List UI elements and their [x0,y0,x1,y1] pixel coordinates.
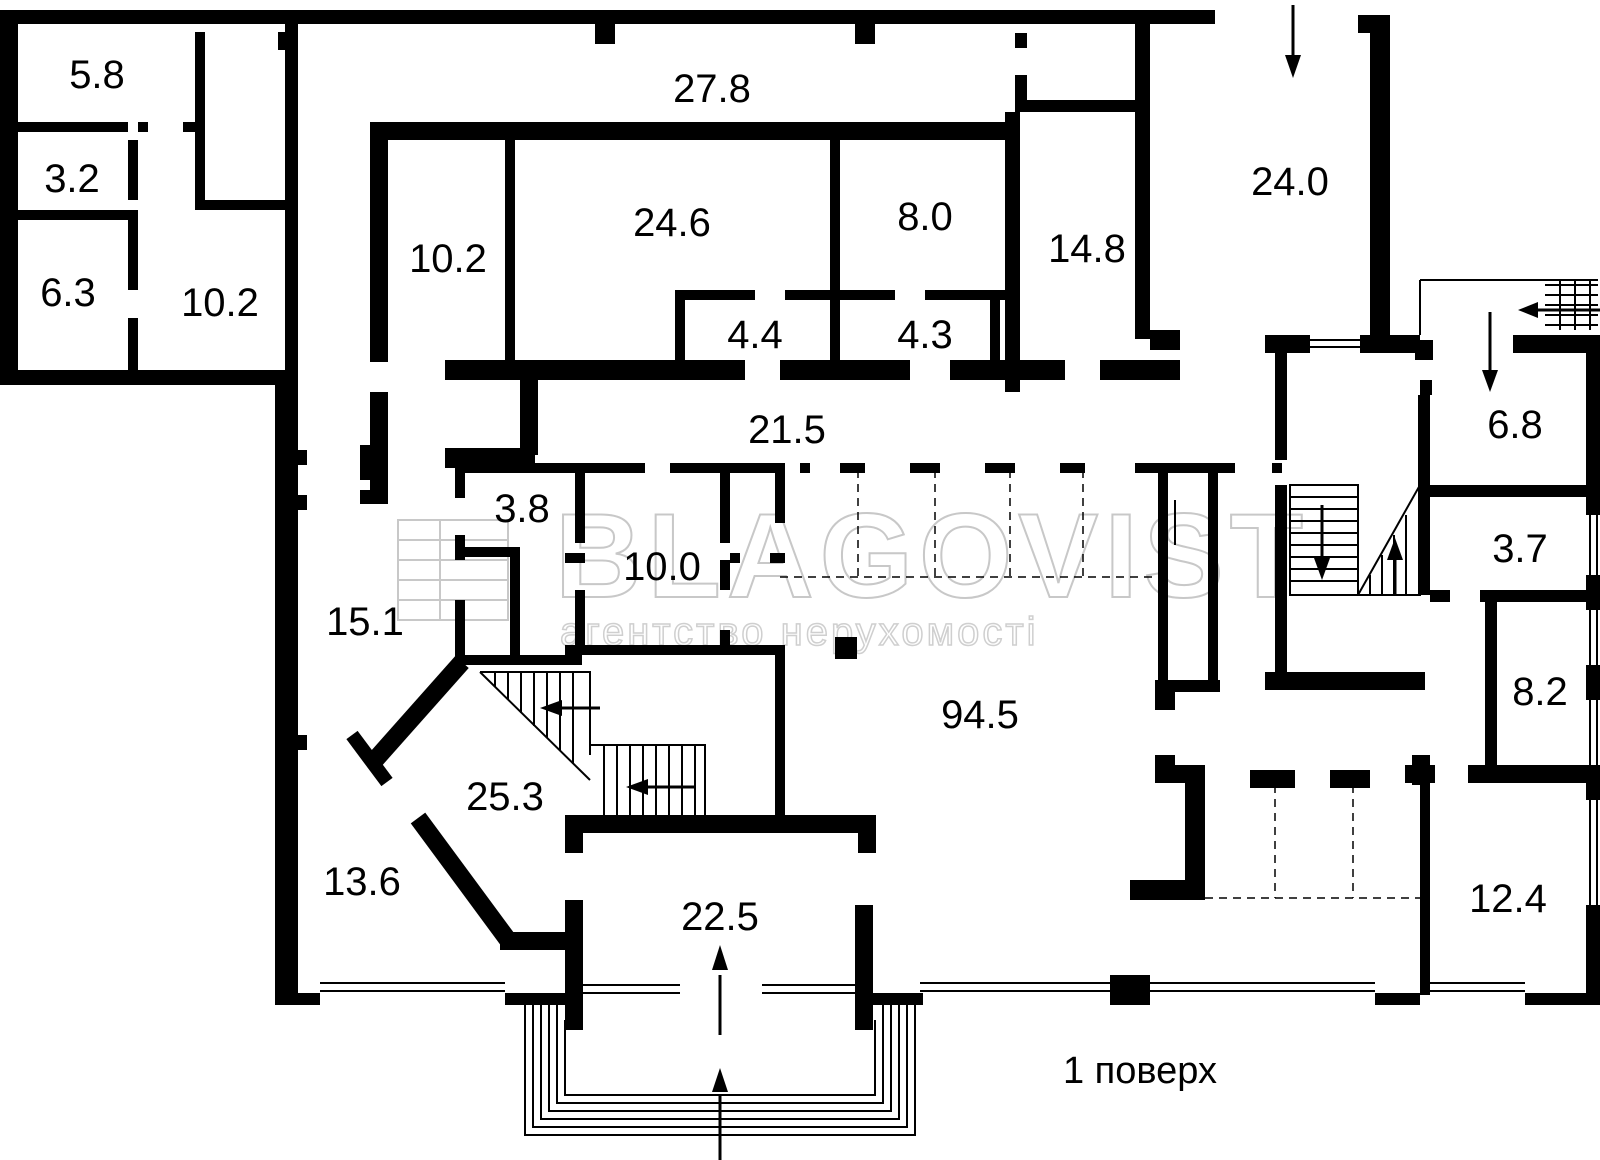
arrow-left-icon [1518,302,1600,318]
room-area-label: 10.0 [623,545,701,589]
room-area-label: 12.4 [1469,877,1547,921]
diagonal-walls [346,656,516,946]
room-area-label: 5.8 [69,53,125,97]
direction-arrows [540,5,1600,1160]
room-area-label: 8.0 [897,195,953,239]
watermark-logo-icon [397,519,509,621]
arrow-down-icon [1314,505,1330,580]
room-area-label: 14.8 [1048,227,1126,271]
room-area-label: 4.4 [727,313,783,357]
room-area-label: 94.5 [941,693,1019,737]
arrow-left-icon [626,779,695,795]
watermark-brand: BLAGOVIST [555,489,1309,623]
room-area-label: 24.0 [1251,160,1329,204]
room-area-label: 21.5 [748,408,826,452]
walls [0,10,1600,1030]
arrow-up-icon [712,945,728,1035]
room-area-label: 6.8 [1487,403,1543,447]
arrow-down-icon [1285,5,1301,78]
room-area-label: 22.5 [681,895,759,939]
arrow-left-icon [540,700,600,716]
arrow-down-icon [1482,312,1498,392]
arrow-up-icon [712,1068,728,1160]
room-area-label: 3.8 [494,487,550,531]
room-area-label: 8.2 [1512,670,1568,714]
arrow-up-icon [1387,538,1403,595]
room-area-label: 13.6 [323,860,401,904]
room-area-label: 10.2 [181,281,259,325]
room-area-label: 4.3 [897,313,953,357]
room-area-label: 25.3 [466,775,544,819]
room-area-label: 6.3 [40,271,96,315]
room-area-label: 10.2 [409,237,487,281]
room-area-label: 24.6 [633,201,711,245]
room-area-label: 27.8 [673,67,751,111]
floor-label: 1 поверх [1063,1050,1217,1092]
room-area-label: 3.2 [44,157,100,201]
room-area-label: 3.7 [1492,527,1548,571]
room-area-label: 15.1 [326,600,404,644]
room-labels: 5.8 3.2 6.3 10.2 27.8 10.2 24.6 8.0 14.8… [40,53,1568,939]
dashed-partitions [780,470,1425,899]
